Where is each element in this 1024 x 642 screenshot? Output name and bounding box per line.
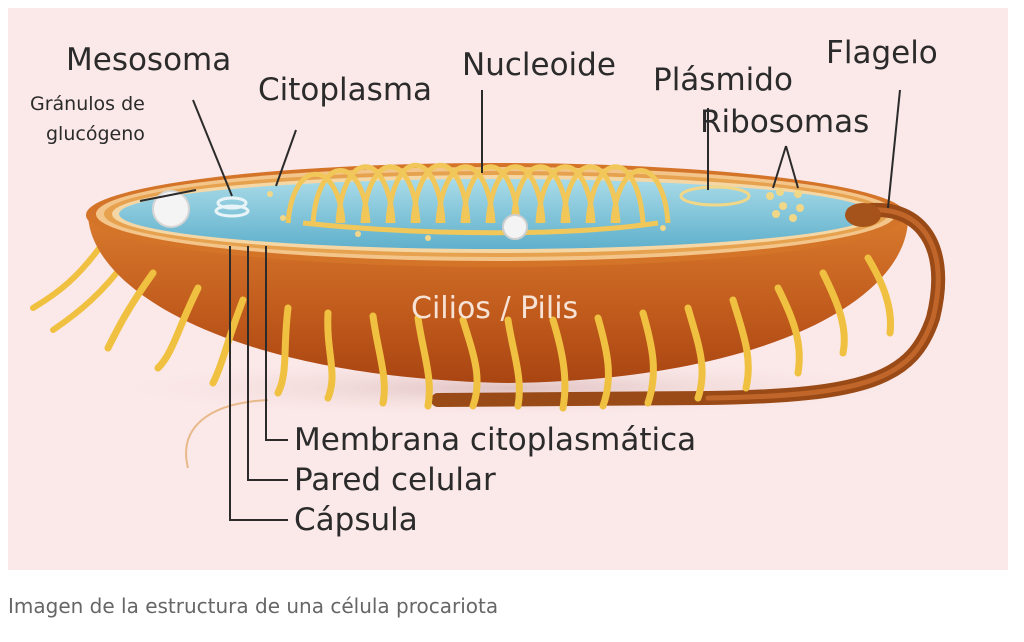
label-granulos-line2: glucógeno [46,123,145,145]
label-nucleoide: Nucleoide [462,47,616,83]
flagellum-base [845,203,881,227]
label-granulos-line1: Gránulos de [30,93,145,115]
nucleoid-granule [502,214,528,240]
label-ribosomas: Ribosomas [700,104,869,140]
label-cilios-pilis: Cilios / Pilis [411,291,578,326]
label-plasmido: Plásmido [653,62,793,98]
mesosome [214,196,250,218]
leader-lines [139,89,901,521]
prokaryote-cell-diagram: Mesosoma Gránulos de glucógeno Citoplasm… [30,35,946,538]
label-capsula: Cápsula [294,502,418,538]
ribosomes [766,188,804,222]
cytoplasm-granules [267,191,666,241]
label-pared: Pared celular [294,462,496,498]
label-mesosoma: Mesosoma [66,42,231,78]
label-membrana: Membrana citoplasmática [294,422,696,458]
diagram-figure: Mesosoma Gránulos de glucógeno Citoplasm… [8,8,1008,570]
flagellum-highlight [705,207,941,401]
label-citoplasma: Citoplasma [258,72,432,108]
label-flagelo: Flagelo [826,35,938,71]
plasmid [679,185,751,207]
nucleoid-dna [285,163,671,236]
thin-pilus [185,399,269,469]
figure-caption: Imagen de la estructura de una célula pr… [8,594,499,618]
pili-front [104,254,895,412]
cytoplasm [119,179,873,249]
glycogen-granule [152,190,190,228]
